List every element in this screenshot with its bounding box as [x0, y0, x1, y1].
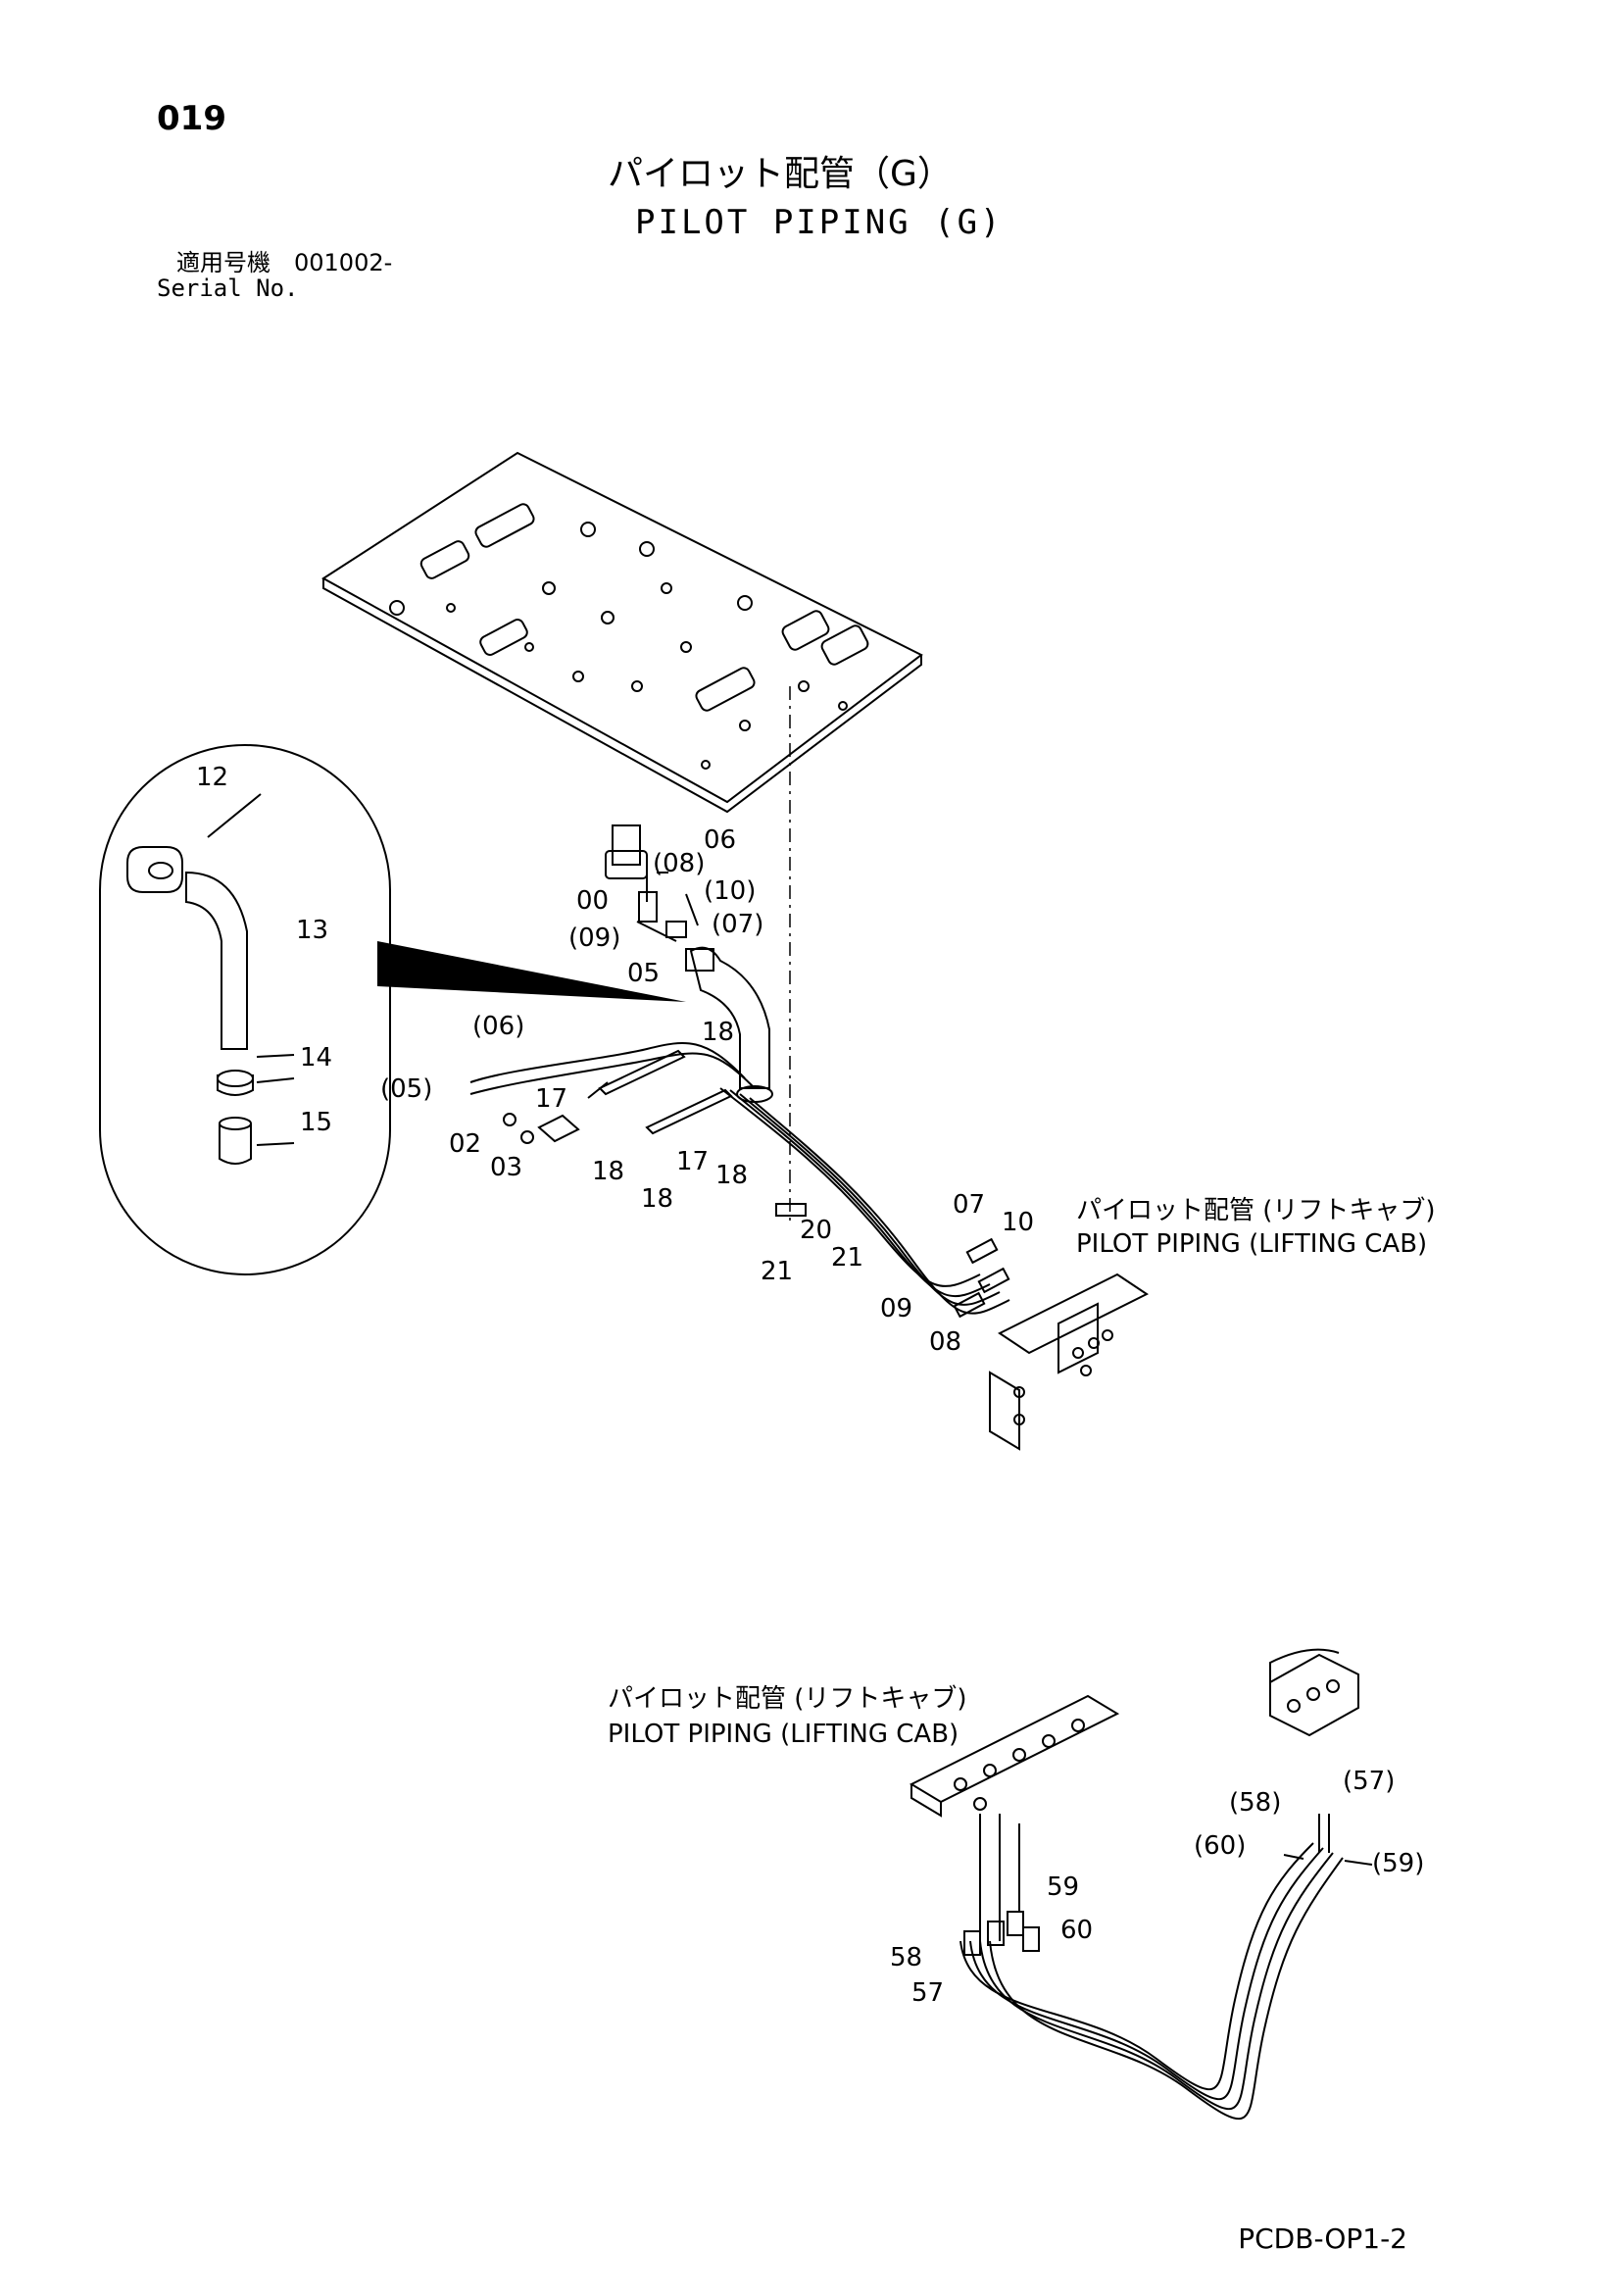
callout-17-a: 17 [535, 1084, 568, 1114]
callout-03: 03 [490, 1153, 523, 1182]
callout-05-ref: (05) [380, 1074, 433, 1104]
callout-08-ref: (08) [653, 849, 706, 878]
callout-08: 08 [929, 1327, 962, 1357]
valve-assembly [605, 824, 687, 938]
callout-05: 05 [627, 959, 661, 988]
caption-lower-japanese: パイロット配管 (リフトキャブ) [608, 1684, 967, 1714]
callout-09: 09 [880, 1294, 913, 1323]
caption-lower-english: PILOT PIPING (LIFTING CAB) [608, 1720, 959, 1749]
callout-09-ref: (09) [568, 923, 621, 953]
callout-07-ref: (07) [712, 910, 764, 939]
callout-06: 06 [704, 825, 737, 855]
callout-02: 02 [449, 1129, 482, 1159]
callout-14: 14 [300, 1043, 333, 1073]
callout-60: 60 [1060, 1916, 1094, 1945]
callout-20: 20 [800, 1216, 833, 1245]
page-number: 019 [157, 99, 226, 138]
callout-17-b: 17 [676, 1147, 710, 1176]
serial-label-english: Serial No. [157, 275, 299, 302]
callout-57-ref: (57) [1343, 1767, 1396, 1796]
callout-21-b: 21 [831, 1243, 864, 1273]
callout-00: 00 [576, 886, 610, 916]
callout-18-b: 18 [592, 1157, 625, 1186]
floor-plate [321, 451, 923, 814]
title-japanese: パイロット配管（G） [608, 154, 953, 194]
callout-15: 15 [300, 1108, 333, 1137]
callout-10-ref: (10) [704, 876, 757, 906]
callout-18-c: 18 [641, 1184, 674, 1214]
callout-59: 59 [1047, 1872, 1080, 1902]
callout-10: 10 [1002, 1208, 1035, 1237]
callout-60-ref: (60) [1194, 1831, 1247, 1861]
caption-upper-english: PILOT PIPING (LIFTING CAB) [1076, 1229, 1428, 1259]
callout-58-ref: (58) [1229, 1788, 1282, 1818]
serial-label-japanese: 適用号機 001002- [176, 249, 393, 276]
lower-left-manifold [909, 1694, 1120, 1818]
callout-21-a: 21 [761, 1257, 794, 1286]
lower-right-manifold [1269, 1648, 1359, 1737]
callout-58: 58 [890, 1943, 923, 1972]
caption-upper-japanese: パイロット配管 (リフトキャブ) [1076, 1196, 1436, 1225]
footer-code: PCDB-OP1-2 [1238, 2222, 1407, 2255]
callout-18-a: 18 [702, 1018, 735, 1047]
callout-12: 12 [196, 763, 229, 792]
callout-59-ref: (59) [1372, 1849, 1425, 1878]
control-valve-block [989, 1273, 1149, 1451]
callout-13: 13 [296, 916, 329, 945]
callout-18-d: 18 [715, 1161, 749, 1190]
title-english: PILOT PIPING (G) [635, 203, 1004, 242]
callout-07: 07 [953, 1190, 986, 1220]
callout-06-ref: (06) [472, 1012, 525, 1041]
detail-oval [99, 744, 391, 1275]
callout-57: 57 [911, 1978, 945, 2008]
